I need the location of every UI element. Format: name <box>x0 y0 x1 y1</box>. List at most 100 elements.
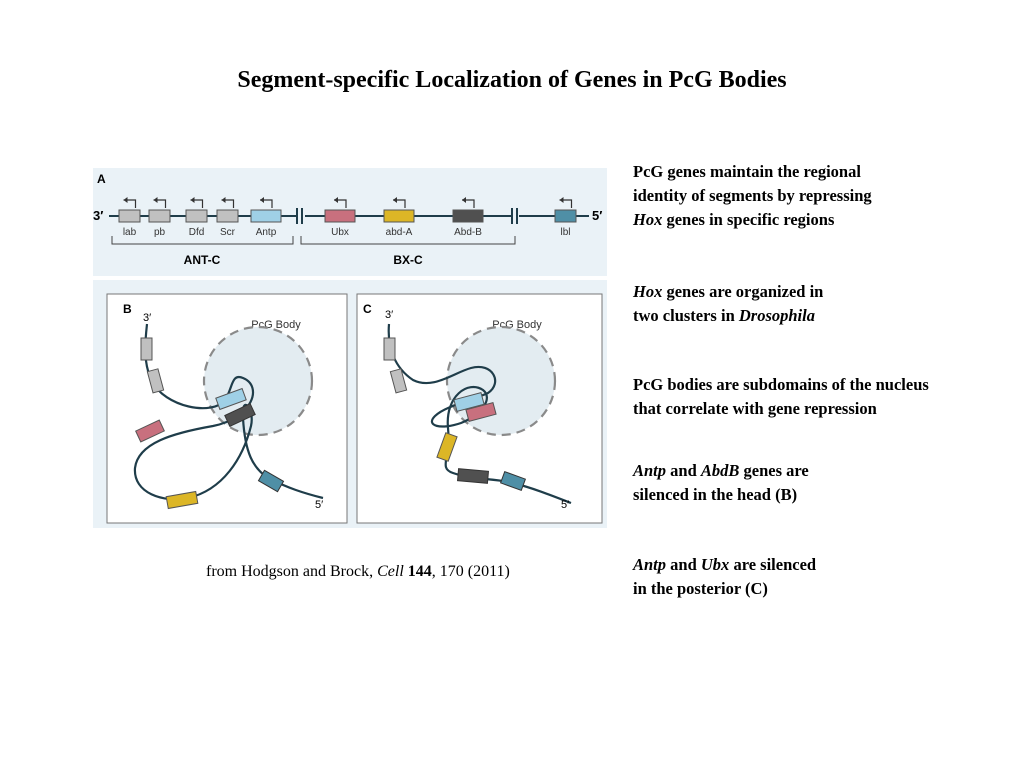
panel-b-gene-abda <box>165 490 199 510</box>
note-emphasis: Antp <box>633 555 667 574</box>
panel-c-3prime: 3′ <box>385 309 393 321</box>
arrowhead-icon <box>462 197 466 203</box>
note-text: and <box>666 555 701 574</box>
panel-a-label: A <box>97 172 106 186</box>
cluster-label-ant-c: ANT-C <box>184 253 221 267</box>
arrowhead-icon <box>393 197 397 203</box>
cluster-label-bx-c: BX-C <box>393 253 423 267</box>
panel-c-gene-abdb <box>456 468 490 484</box>
gene-label: Abd-B <box>454 227 482 238</box>
panel-b-gene-antp <box>215 387 247 411</box>
arrowhead-icon <box>123 197 128 203</box>
panel-b-gene-lbl <box>257 469 285 493</box>
panel-b: B 3′ PcG Body 5′ <box>106 293 348 524</box>
arrowhead-icon <box>260 197 264 203</box>
note-hox-clusters: Hox genes are organized in two clusters … <box>633 280 823 328</box>
gene-lbl: lbl <box>554 197 577 238</box>
slide-title: Segment-specific Localization of Genes i… <box>237 67 787 93</box>
panel-b-gene <box>146 368 165 394</box>
note-line: Hox genes in specific regions <box>633 208 872 232</box>
panel-c-pcg-body <box>445 325 557 437</box>
note-pcg-genes: PcG genes maintain the regional identity… <box>633 160 872 232</box>
citation-rest: , 170 (2011) <box>431 563 510 580</box>
panel-c-label: C <box>363 302 372 316</box>
panel-b-label: B <box>123 302 132 316</box>
ant-c-bracket <box>111 236 294 245</box>
gene-box <box>148 209 171 223</box>
note-text: are silenced <box>729 555 817 574</box>
note-text: genes are <box>739 461 809 480</box>
panel-b-5prime: 5′ <box>315 499 323 511</box>
note-emphasis: Drosophila <box>738 306 815 325</box>
arrowhead-icon <box>153 197 158 203</box>
note-text: genes in specific regions <box>662 210 835 229</box>
panel-c-5prime: 5′ <box>561 499 569 511</box>
gene-label: lab <box>123 227 137 238</box>
note-emphasis: Hox <box>633 210 663 229</box>
gene-lab: lab <box>118 197 141 238</box>
note-emphasis: Ubx <box>700 555 730 574</box>
note-pcg-bodies: PcG bodies are subdomains of the nucleus… <box>633 373 929 421</box>
gene-label: Ubx <box>331 227 349 238</box>
note-emphasis: Hox <box>633 282 663 301</box>
bx-c-bracket <box>300 236 516 245</box>
citation-prefix: from Hodgson and Brock, <box>206 563 378 580</box>
arrowhead-icon <box>559 197 564 203</box>
gene-antp: Antp <box>250 197 282 238</box>
note-line: PcG genes maintain the regional <box>633 162 861 181</box>
panel-a-5prime: 5′ <box>592 208 602 223</box>
note-emphasis: AbdB <box>700 461 740 480</box>
citation: from Hodgson and Brock, Cell 144, 170 (2… <box>206 563 510 581</box>
gene-abd-a: abd-A <box>383 197 415 238</box>
note-head-silencing: Antp and AbdB genes are silenced in the … <box>633 459 809 507</box>
note-text: genes are organized in <box>662 282 824 301</box>
panel-a-3prime: 3′ <box>93 208 103 223</box>
gene-label: lbl <box>560 227 570 238</box>
gene-box <box>452 209 484 223</box>
arrowhead-icon <box>334 197 338 203</box>
note-line: Hox genes are organized in <box>633 280 823 304</box>
gene-ubx: Ubx <box>324 197 356 238</box>
note-line: identity of segments by repressing <box>633 186 872 205</box>
panel-c-gene-antp <box>453 391 485 413</box>
note-text: and <box>666 461 701 480</box>
gene-box <box>250 209 282 223</box>
gene-label: abd-A <box>386 227 413 238</box>
citation-volume: 144 <box>407 563 432 580</box>
gene-box <box>185 209 208 223</box>
gene-abd-b: Abd-B <box>452 197 484 238</box>
note-line: Antp and Ubx are silenced <box>633 553 816 577</box>
note-text: two clusters in <box>633 306 739 325</box>
panel-c-gene <box>389 368 408 394</box>
gene-label: Scr <box>220 227 236 238</box>
note-line: two clusters in Drosophila <box>633 304 823 328</box>
note-emphasis: Antp <box>633 461 667 480</box>
panel-c-gene-lbl <box>499 470 527 492</box>
panel-c-gene-abda <box>436 432 458 462</box>
gene-box <box>216 209 239 223</box>
panel-c-gene-ubx <box>465 401 497 423</box>
gene-label: pb <box>154 227 166 238</box>
gene-label: Antp <box>256 227 277 238</box>
panel-b-3prime: 3′ <box>143 312 151 324</box>
gene-scr: Scr <box>216 197 239 238</box>
gene-pb: pb <box>148 197 171 238</box>
panel-b-pcg-body <box>202 325 314 437</box>
gene-box <box>383 209 415 223</box>
note-line: that correlate with gene repression <box>633 399 877 418</box>
panel-b-gene-ubx <box>135 419 165 443</box>
note-line: in the posterior (C) <box>633 579 768 598</box>
note-line: silenced in the head (B) <box>633 485 798 504</box>
note-line: Antp and AbdB genes are <box>633 459 809 483</box>
citation-journal: Cell <box>377 563 404 580</box>
gene-dfd: Dfd <box>185 197 208 238</box>
gene-box <box>324 209 356 223</box>
note-line: PcG bodies are subdomains of the nucleus <box>633 375 929 394</box>
note-posterior-silencing: Antp and Ubx are silenced in the posteri… <box>633 553 816 601</box>
arrowhead-icon <box>190 197 195 203</box>
gene-box <box>118 209 141 223</box>
panel-c-gene <box>383 337 396 361</box>
